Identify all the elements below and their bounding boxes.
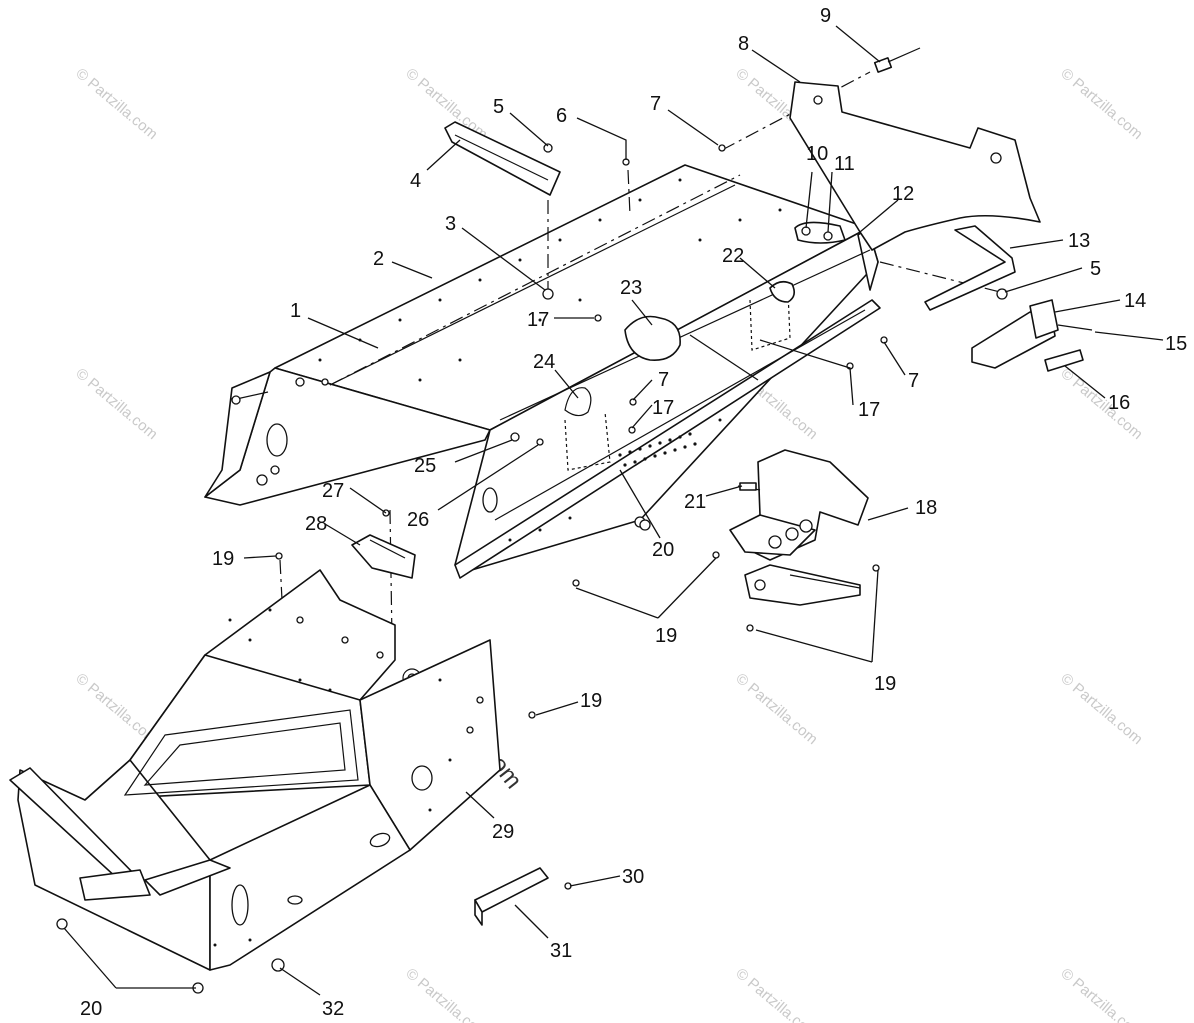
rivet-19e xyxy=(746,624,754,632)
callout-8: 8 xyxy=(738,33,749,55)
callout-17: 17 xyxy=(858,399,880,421)
chassis-right-wall xyxy=(359,639,501,851)
callout-13: 13 xyxy=(1068,230,1090,252)
washer-3 xyxy=(542,288,554,300)
tunnel-assembly xyxy=(204,164,881,579)
callout-26: 26 xyxy=(407,509,429,531)
callout-17: 17 xyxy=(527,309,549,331)
fasteners xyxy=(56,143,1008,994)
vent-perforations xyxy=(618,432,697,467)
callout-20: 20 xyxy=(80,998,102,1020)
rivet-19f xyxy=(528,711,536,719)
watermark: © Partzilla.com xyxy=(732,965,820,1023)
left-foot xyxy=(79,869,151,901)
callout-15: 15 xyxy=(1165,333,1187,355)
nut-5 xyxy=(543,143,553,153)
rivet-7c xyxy=(629,398,637,406)
bracket-28 xyxy=(351,534,416,579)
callout-30: 30 xyxy=(622,866,644,888)
callout-6: 6 xyxy=(556,105,567,127)
front-chassis-29 xyxy=(9,569,501,971)
rivet-17a xyxy=(594,314,602,322)
rivet-19d xyxy=(872,564,880,572)
nut-5b xyxy=(996,288,1008,300)
rivet-17b xyxy=(628,426,636,434)
callout-21: 21 xyxy=(684,491,706,513)
watermark: © Partzilla.com xyxy=(72,65,160,143)
callout-31: 31 xyxy=(550,940,572,962)
rivet-7 xyxy=(718,144,726,152)
callout-20: 20 xyxy=(652,539,674,561)
callout-7: 7 xyxy=(658,369,669,391)
bracket-31-lip xyxy=(474,899,483,926)
plate-21 xyxy=(729,514,816,556)
watermark: © Partzilla.com xyxy=(402,965,490,1023)
watermark: © Partzilla.com xyxy=(732,670,820,748)
callout-23: 23 xyxy=(620,277,642,299)
end-cap-14 xyxy=(1029,299,1059,339)
bolt-9 xyxy=(873,47,921,73)
callout-7: 7 xyxy=(908,370,919,392)
rivet-11 xyxy=(823,231,833,241)
callout-2: 2 xyxy=(373,248,384,270)
callout-1: 1 xyxy=(290,300,301,322)
chassis-front-face xyxy=(209,784,411,971)
lower-bracket xyxy=(744,564,861,606)
callout-9: 9 xyxy=(820,5,831,27)
callout-22: 22 xyxy=(722,245,744,267)
rivet-19a xyxy=(275,552,283,560)
tunnel-rear-flange xyxy=(204,371,271,498)
watermark: © Partzilla.com xyxy=(1057,670,1145,748)
watermark: © Partzilla.com xyxy=(1057,65,1145,143)
running-board-rail xyxy=(454,299,881,579)
callout-19: 19 xyxy=(212,548,234,570)
watermark: © Partzilla.com xyxy=(1057,965,1145,1023)
rivet-19b xyxy=(572,579,580,587)
callout-10: 10 xyxy=(806,143,828,165)
grommet-20c xyxy=(639,519,651,531)
decal-16 xyxy=(1044,349,1084,372)
callout-3: 3 xyxy=(445,213,456,235)
callout-labels: 1 2 3 4 5 6 7 8 9 10 11 12 13 5 14 15 16… xyxy=(80,5,1187,1020)
callout-18: 18 xyxy=(915,497,937,519)
callout-19: 19 xyxy=(655,625,677,647)
inner-brace xyxy=(144,859,231,896)
callout-28: 28 xyxy=(305,513,327,535)
callout-5: 5 xyxy=(1090,258,1101,280)
grommet-20a xyxy=(56,918,68,930)
callout-19: 19 xyxy=(580,690,602,712)
bracket-31 xyxy=(474,867,549,913)
watermark: © Partzilla.com xyxy=(72,365,160,443)
hump-bracket-23 xyxy=(624,315,681,362)
leader-lines xyxy=(63,25,1164,996)
callout-24: 24 xyxy=(533,351,555,373)
callout-17: 17 xyxy=(652,397,674,419)
callout-4: 4 xyxy=(410,170,421,192)
callout-25: 25 xyxy=(414,455,436,477)
callout-5: 5 xyxy=(493,96,504,118)
pin-21 xyxy=(739,482,757,491)
callout-11: 11 xyxy=(834,153,855,175)
watermark: © Partzilla.com xyxy=(1057,365,1145,443)
rivet-10 xyxy=(801,226,811,236)
screw-26 xyxy=(536,438,544,446)
brace-13 xyxy=(924,225,1016,311)
callout-32: 32 xyxy=(322,998,344,1020)
callout-16: 16 xyxy=(1108,392,1130,414)
callout-7: 7 xyxy=(650,93,661,115)
plate-8 xyxy=(789,81,1041,251)
bracket-22 xyxy=(769,280,796,303)
rivet-19c xyxy=(712,551,720,559)
callout-27: 27 xyxy=(322,480,344,502)
callout-14: 14 xyxy=(1124,290,1146,312)
callout-12: 12 xyxy=(892,183,914,205)
callout-29: 29 xyxy=(492,821,514,843)
nut-25 xyxy=(510,432,520,442)
callout-19: 19 xyxy=(874,673,896,695)
